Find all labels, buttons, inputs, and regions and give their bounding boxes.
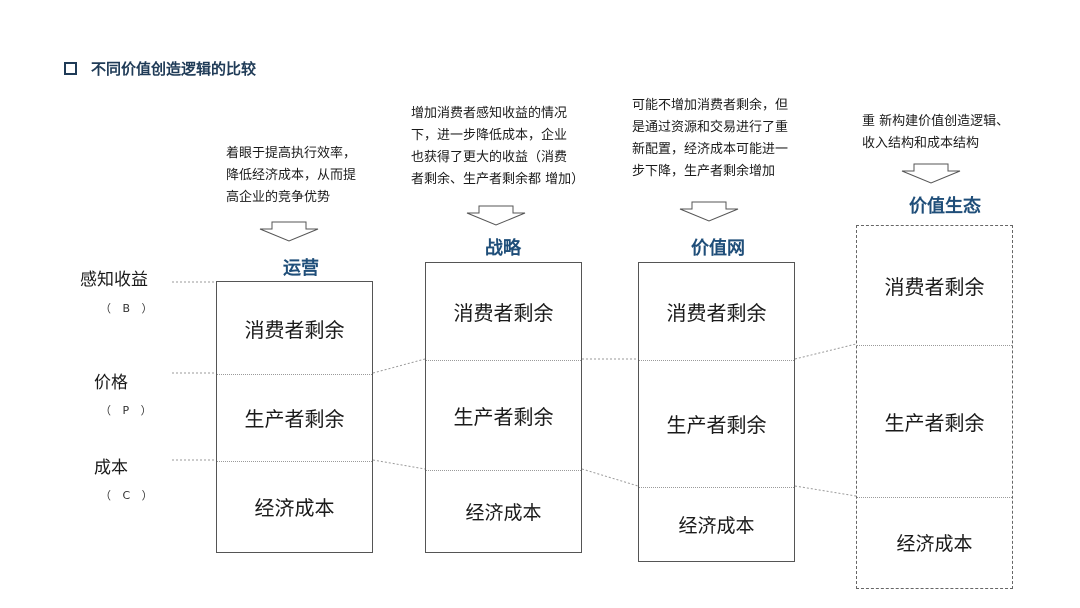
segment-divider [639, 487, 794, 488]
axis-sub-price: （ P ） [100, 404, 156, 417]
desc-line: 步下降，生产者剩余增加 [632, 164, 776, 179]
connector-cost-2 [581, 468, 639, 487]
segment-economic-cost: 经济成本 [678, 514, 755, 537]
desc-value-ecosystem: 重 新构建价值创造逻辑、 收入结构和成本结构 [862, 111, 1052, 155]
axis-label-cost: 成本 [94, 458, 128, 478]
desc-strategy: 增加消费者感知收益的情况 下，进一步降低成本，企业 也获得了更大的收益（消费 者… [411, 103, 601, 191]
segment-divider [426, 470, 581, 471]
axis-sub-perceived: （ B ） [100, 302, 157, 315]
column-box-strategy: 消费者剩余 生产者剩余 经济成本 [425, 262, 582, 553]
square-bullet-icon [64, 62, 77, 75]
slide-title: 不同价值创造逻辑的比较 [91, 60, 257, 78]
down-arrow-icon [679, 201, 739, 222]
down-arrow-icon [466, 205, 526, 226]
desc-line: 可能不增加消费者剩余，但 [632, 98, 789, 113]
axis-label-perceived: 感知收益 [80, 270, 148, 290]
segment-producer-surplus: 生产者剩余 [666, 413, 767, 437]
connector-price-3 [794, 343, 857, 360]
segment-economic-cost: 经济成本 [254, 496, 335, 520]
segment-divider [426, 360, 581, 361]
desc-line: 下，进一步降低成本，企业 [411, 128, 568, 143]
connector-cost-1 [372, 459, 426, 470]
segment-economic-cost: 经济成本 [896, 533, 973, 555]
column-label-value-network: 价值网 [691, 238, 745, 259]
desc-line: 着眼于提高执行效率， [226, 146, 357, 161]
segment-producer-surplus: 生产者剩余 [453, 404, 554, 429]
segment-divider [217, 374, 372, 375]
desc-line: 降低经济成本，从而提 [226, 168, 357, 183]
desc-operation: 着眼于提高执行效率， 降低经济成本，从而提 高企业的竞争优势 [226, 143, 396, 209]
segment-producer-surplus: 生产者剩余 [244, 407, 345, 431]
column-box-value-network: 消费者剩余 生产者剩余 经济成本 [638, 262, 795, 562]
segment-divider [639, 360, 794, 361]
desc-line: 是通过资源和交易进行了重 [632, 120, 789, 135]
segment-economic-cost: 经济成本 [465, 501, 542, 524]
desc-line: 高企业的竞争优势 [226, 190, 331, 205]
segment-consumer-surplus: 消费者剩余 [453, 301, 554, 325]
column-box-operation: 消费者剩余 生产者剩余 经济成本 [216, 281, 373, 553]
column-label-strategy: 战略 [485, 238, 521, 259]
desc-value-network: 可能不增加消费者剩余，但 是通过资源和交易进行了重 新配置，经济成本可能进一 步… [632, 95, 822, 183]
slide-title-group: 不同价值创造逻辑的比较 [64, 58, 256, 79]
segment-consumer-surplus: 消费者剩余 [666, 301, 767, 325]
column-box-value-ecosystem: 消费者剩余 生产者剩余 经济成本 [856, 225, 1013, 589]
desc-line: 新配置，经济成本可能进一 [632, 142, 789, 157]
desc-line: 收入结构和成本结构 [862, 136, 980, 151]
column-label-operation: 运营 [283, 258, 319, 279]
segment-consumer-surplus: 消费者剩余 [244, 317, 345, 342]
segment-consumer-surplus: 消费者剩余 [884, 275, 985, 299]
segment-divider [217, 461, 372, 462]
segment-divider [857, 345, 1012, 346]
down-arrow-icon [259, 221, 319, 242]
desc-line: 也获得了更大的收益（消费 [411, 150, 568, 165]
axis-sub-cost: （ C ） [100, 489, 157, 502]
column-label-value-ecosystem: 价值生态 [909, 196, 981, 217]
down-arrow-icon [901, 163, 961, 184]
axis-label-price: 价格 [94, 373, 128, 393]
desc-line: 者剩余、生产者剩余都 增加） [411, 172, 585, 187]
connector-cost-3 [794, 485, 857, 497]
desc-line: 增加消费者感知收益的情况 [411, 106, 568, 121]
desc-line: 重 新构建价值创造逻辑、 [862, 114, 1010, 129]
segment-divider [857, 497, 1012, 498]
connector-price-1 [372, 358, 426, 374]
segment-producer-surplus: 生产者剩余 [884, 410, 985, 435]
